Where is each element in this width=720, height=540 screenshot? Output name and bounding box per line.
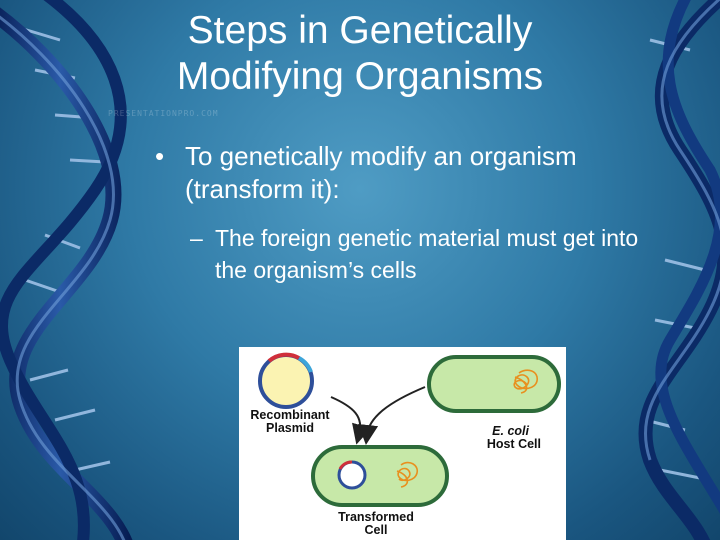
dna-helix-right-icon: [638, 0, 720, 540]
transformed-cell-label-line1: Transformed: [338, 510, 414, 524]
host-cell-label-line2: Host Cell: [486, 437, 541, 451]
transformed-cell-label-line2: Cell: [364, 523, 388, 537]
transformed-cell-label: Transformed Cell: [321, 511, 431, 537]
recombinant-plasmid-icon: [258, 352, 314, 409]
bullet-text: To genetically modify an organism (trans…: [185, 141, 577, 204]
transformation-diagram-graphic: [258, 352, 561, 507]
sub-bullet-marker: –: [190, 225, 203, 251]
transformed-cell-icon: [311, 445, 449, 507]
plasmid-label-line1: Recombinant: [250, 408, 330, 422]
slide-title: Steps in Genetically Modifying Organisms: [176, 9, 544, 98]
plasmid-label-line2: Plasmid: [266, 421, 314, 435]
plasmid-label: Recombinant Plasmid: [239, 409, 341, 435]
host-cell-icon: [427, 355, 561, 413]
bullet-marker: •: [155, 141, 165, 171]
watermark: PRESENTATIONPRO.COM: [108, 109, 219, 118]
sub-bullet-text: The foreign genetic material must get in…: [215, 225, 639, 283]
host-cell-label: E. coli Host Cell: [451, 425, 541, 451]
transformation-diagram: Recombinant Plasmid E. coli Host Cell Tr…: [239, 347, 566, 540]
dna-helix-left-icon: [0, 0, 133, 540]
host-cell-label-line1: E. coli: [492, 424, 529, 438]
